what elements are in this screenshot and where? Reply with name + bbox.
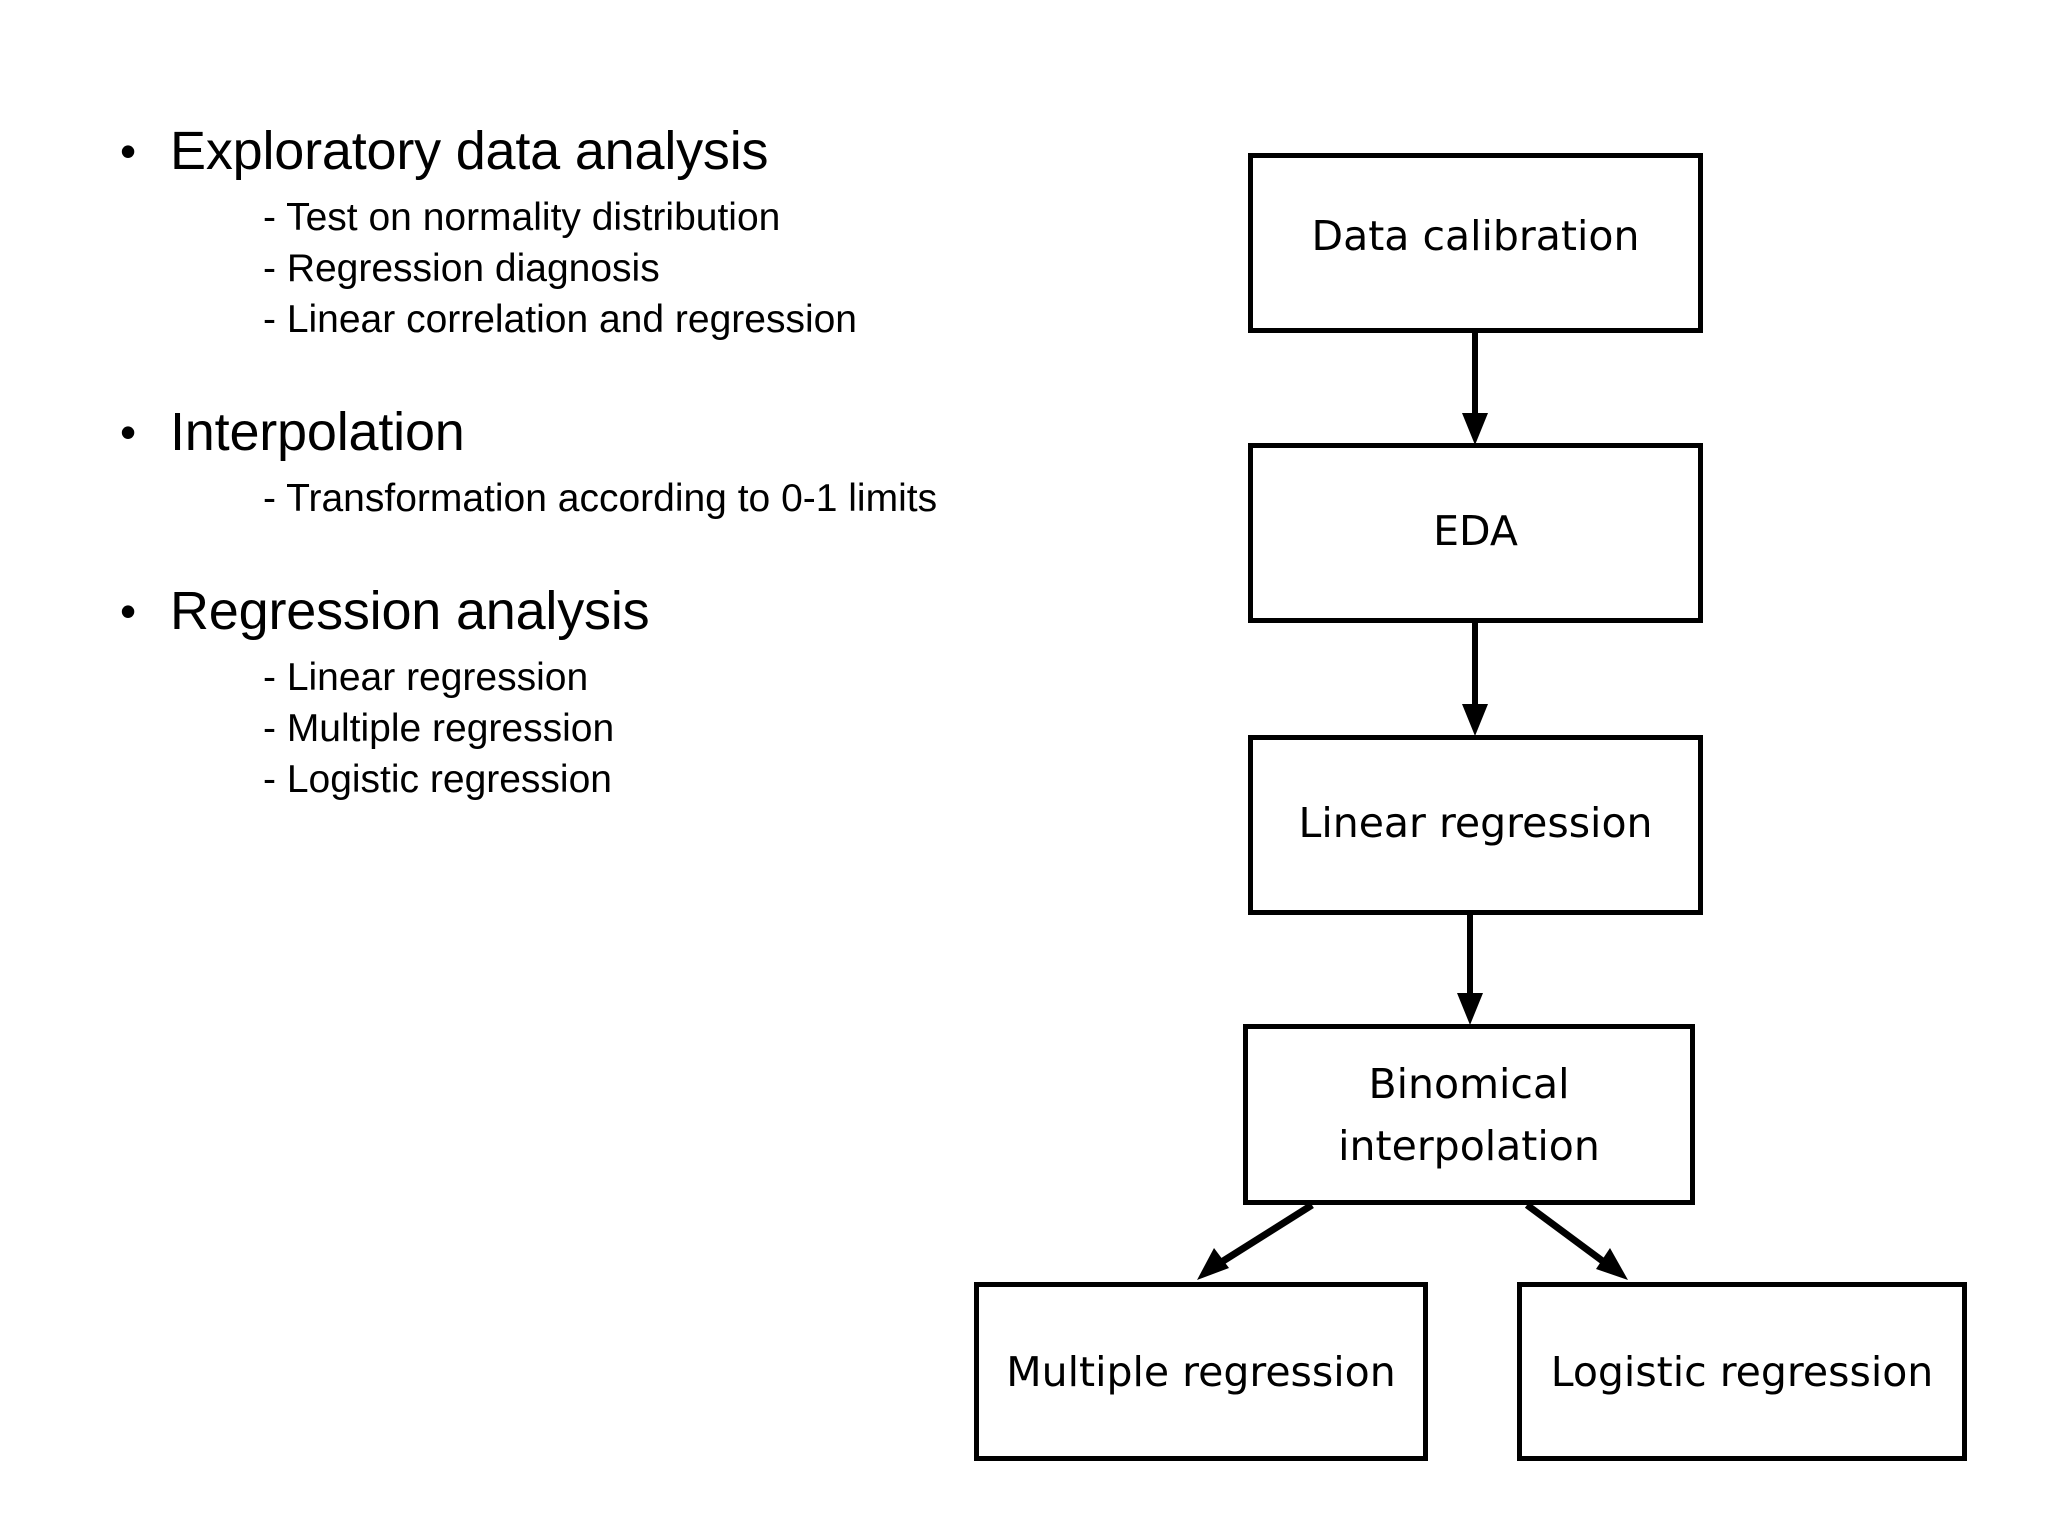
bullet-main-row: • Regression analysis [110,580,1070,642]
flow-node-multiple-regression[interactable]: Multiple regression [974,1282,1428,1461]
flow-node-label: Binomical interpolation [1338,1059,1600,1170]
flow-node-data-calibration[interactable]: Data calibration [1248,153,1703,333]
bullet-dot-icon: • [120,406,137,458]
bullet-sub-item: - Test on normality distribution [263,196,781,239]
edge-linear-regression-to-binomical-interpolation [1457,915,1483,1025]
flow-node-label: Data calibration [1311,212,1640,260]
bullet-group-interpolation: • Interpolation - Transformation accordi… [110,401,1070,524]
flow-node-linear-regression[interactable]: Linear regression [1248,735,1703,915]
bullet-group-exploratory-data-analysis: • Exploratory data analysis - Test on no… [110,120,1070,345]
edge-binomical-to-logistic-regression [1524,1202,1628,1280]
flow-node-label: Logistic regression [1550,1347,1934,1396]
bullet-sub-item: - Linear correlation and regression [263,298,857,341]
bullet-group-regression-analysis: • Regression analysis - Linear regressio… [110,580,1070,805]
bullet-title: Exploratory data analysis [170,121,769,181]
flow-node-binomical-interpolation[interactable]: Binomical interpolation [1243,1024,1695,1205]
bullet-title: Regression analysis [170,581,650,641]
bullet-sub-item: - Linear regression [263,656,589,699]
flow-node-label: Linear regression [1298,799,1653,847]
edge-data-calibration-to-eda [1462,333,1488,445]
flow-node-logistic-regression[interactable]: Logistic regression [1517,1282,1967,1461]
bullet-sub-item: - Multiple regression [263,707,615,750]
bullet-sub-item: - Logistic regression [263,758,612,801]
bullet-title: Interpolation [170,402,465,462]
flow-node-label: Multiple regression [1006,1347,1396,1396]
bullet-dot-icon: • [120,125,137,177]
bullet-sub-item: - Transformation according to 0-1 limits [263,477,938,520]
bullet-sub-item: - Regression diagnosis [263,247,660,290]
edge-binomical-to-multiple-regression [1197,1202,1314,1280]
bullet-list: • Exploratory data analysis - Test on no… [110,120,1070,805]
edge-eda-to-linear-regression [1462,623,1488,736]
flow-node-label: EDA [1433,507,1518,555]
bullet-main-row: • Exploratory data analysis [110,120,1070,182]
flow-node-eda[interactable]: EDA [1248,443,1703,623]
bullet-main-row: • Interpolation [110,401,1070,463]
bullet-dot-icon: • [120,585,137,637]
